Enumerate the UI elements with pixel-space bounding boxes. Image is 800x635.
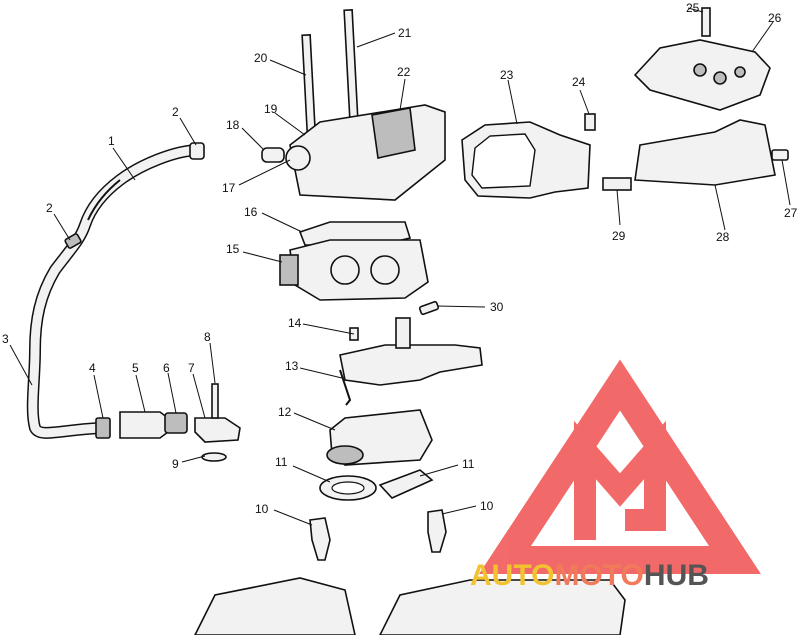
screw-30 [418, 300, 440, 316]
watermark-text: AUTOMOTOHUB [470, 559, 709, 592]
callout-19: 19 [264, 102, 278, 116]
watermark-hub-part: HUB [644, 559, 709, 592]
callout-27: 27 [784, 206, 798, 220]
callout-18: 18 [226, 118, 240, 132]
connector-17 [285, 145, 311, 171]
fitting-18 [261, 147, 285, 163]
screw-8 [211, 383, 219, 419]
injector-10b [427, 509, 447, 553]
sleeve-5 [119, 411, 169, 439]
callout-29: 29 [612, 229, 626, 243]
intake-boots [319, 409, 434, 501]
screw-25 [701, 7, 711, 37]
callout-15: 15 [226, 242, 240, 256]
callout-25: 25 [686, 1, 700, 15]
callout-28: 28 [716, 230, 730, 244]
leader-lines [9, 7, 791, 526]
callout-3: 3 [2, 332, 9, 346]
sensor-7 [194, 417, 241, 443]
callout-10-right: 10 [480, 499, 494, 513]
callout-7: 7 [188, 361, 195, 375]
watermark-auto-part: AUTO [470, 559, 554, 592]
hose-assembly [26, 142, 205, 439]
sensor-assembly [95, 383, 241, 462]
o-ring-9 [201, 452, 227, 462]
callout-2-mid: 2 [46, 201, 53, 215]
callout-numbers: 1 2 2 3 4 5 6 7 8 9 10 10 11 11 12 13 14… [2, 1, 798, 516]
bolt-21 [343, 9, 359, 121]
callout-26: 26 [768, 11, 782, 25]
duct [634, 119, 789, 186]
callout-11-right: 11 [462, 457, 475, 471]
upper-housing [261, 9, 446, 201]
fitting-29 [602, 177, 632, 191]
hose-clamp-top [189, 142, 205, 160]
watermark-logo [479, 359, 761, 574]
callout-12: 12 [278, 405, 292, 419]
fuel-rail [339, 300, 483, 406]
duct-28 [634, 119, 776, 186]
callout-20: 20 [254, 51, 268, 65]
callout-4: 4 [89, 361, 96, 375]
callout-21: 21 [398, 26, 412, 40]
watermark-moto-part: MOTO [554, 559, 643, 592]
fitting-24 [584, 113, 596, 131]
throttle-sensor [279, 254, 299, 286]
head-left [194, 577, 356, 635]
seal-11b [378, 469, 434, 499]
callout-2-top: 2 [172, 105, 179, 119]
callout-1: 1 [108, 134, 115, 148]
callout-17: 17 [222, 181, 236, 195]
clamp-6 [164, 412, 188, 434]
boot-12-ring [326, 445, 364, 465]
watermark-auto: AUTOMOTOHUB [470, 559, 709, 592]
screw-27 [771, 149, 789, 161]
callout-16: 16 [244, 205, 258, 219]
callout-5: 5 [132, 361, 139, 375]
callout-11-left: 11 [275, 455, 288, 469]
air-filter [461, 121, 591, 199]
callout-8: 8 [204, 330, 211, 344]
callout-22: 22 [397, 65, 411, 79]
cover [633, 7, 771, 111]
callout-23: 23 [500, 68, 514, 82]
fuel-rail-riser [395, 317, 411, 349]
fittings [584, 113, 632, 191]
injector-10a [309, 517, 331, 561]
throttle-body [279, 221, 429, 301]
callout-24: 24 [572, 75, 586, 89]
injectors [309, 509, 447, 561]
clamp-4 [95, 417, 111, 439]
fuel-rail-13 [339, 344, 483, 386]
engine-head [194, 577, 626, 635]
callout-13: 13 [285, 359, 299, 373]
hose-clamp-mid [64, 233, 82, 249]
head-right [379, 579, 626, 635]
callout-10-left: 10 [255, 502, 269, 516]
callout-9: 9 [172, 457, 179, 471]
callout-30: 30 [490, 300, 504, 314]
callout-14: 14 [288, 316, 302, 330]
sensor-22 [371, 107, 416, 159]
throttle-bore-left [330, 255, 360, 285]
throttle-bore-right [370, 255, 400, 285]
callout-6: 6 [163, 361, 170, 375]
